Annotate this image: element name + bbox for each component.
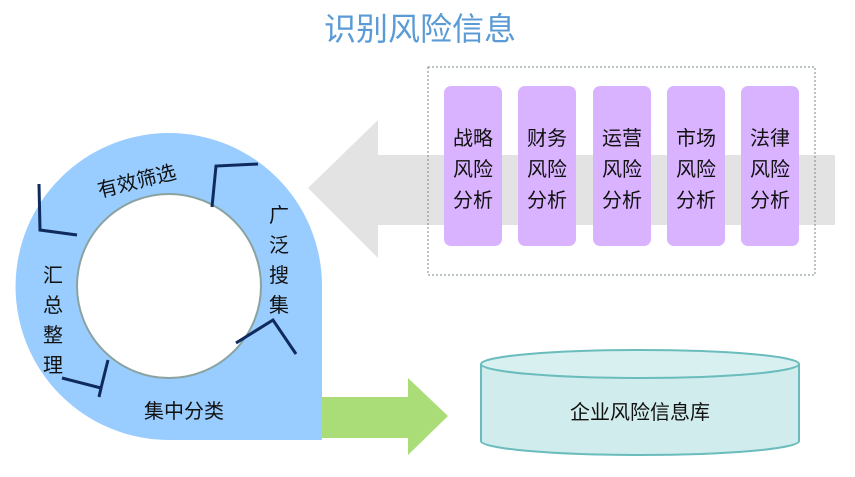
step-broad-collection: 广 泛 搜 集: [269, 203, 289, 317]
analysis-box-line: 风险: [750, 157, 790, 181]
cycle-ring: [15, 133, 323, 440]
analysis-container: [427, 66, 816, 276]
page-title: 识别风险信息: [324, 10, 516, 48]
analysis-box-line: 分析: [676, 188, 716, 212]
analysis-box-bg: [667, 86, 725, 246]
char: 集: [269, 293, 289, 317]
analysis-box-bg: [444, 86, 502, 246]
risk-database-cylinder: 企业风险信息库: [480, 349, 800, 456]
analysis-box-line: 财务: [527, 126, 567, 150]
char: 搜: [269, 263, 289, 287]
marker-top-left: [37, 183, 78, 237]
analysis-box-line: 法律: [750, 126, 790, 150]
analysis-box-line: 分析: [602, 188, 642, 212]
database-label: 企业风险信息库: [570, 400, 710, 424]
step-markers: [37, 162, 298, 398]
char: 汇: [43, 263, 63, 287]
step-centralized-classification: 集中分类: [144, 399, 224, 423]
analysis-box-bg: [518, 86, 576, 246]
analysis-box-line: 运营: [602, 126, 642, 150]
analysis-box-bg: [593, 86, 651, 246]
ring-inner-edge: [76, 193, 262, 379]
analysis-box-line: 分析: [527, 188, 567, 212]
char: 整: [43, 323, 63, 347]
analysis-box-line: 风险: [527, 157, 567, 181]
analysis-box-line: 风险: [602, 157, 642, 181]
marker-top-right: [210, 162, 259, 208]
step-summarize: 汇 总 整 理: [43, 263, 63, 377]
analysis-box-line: 分析: [453, 188, 493, 212]
char: 广: [269, 203, 289, 227]
analysis-box-line: 风险: [676, 157, 716, 181]
analysis-box-line: 风险: [453, 157, 493, 181]
analysis-box-line: 分析: [750, 188, 790, 212]
analysis-box-line: 战略: [453, 126, 493, 150]
analysis-box-line: 市场: [676, 126, 716, 150]
char: 理: [43, 353, 63, 377]
char: 总: [43, 293, 63, 317]
marker-right: [235, 317, 298, 355]
char: 泛: [269, 233, 289, 257]
analysis-box-bg: [741, 86, 799, 246]
green-arrow: [322, 378, 448, 455]
